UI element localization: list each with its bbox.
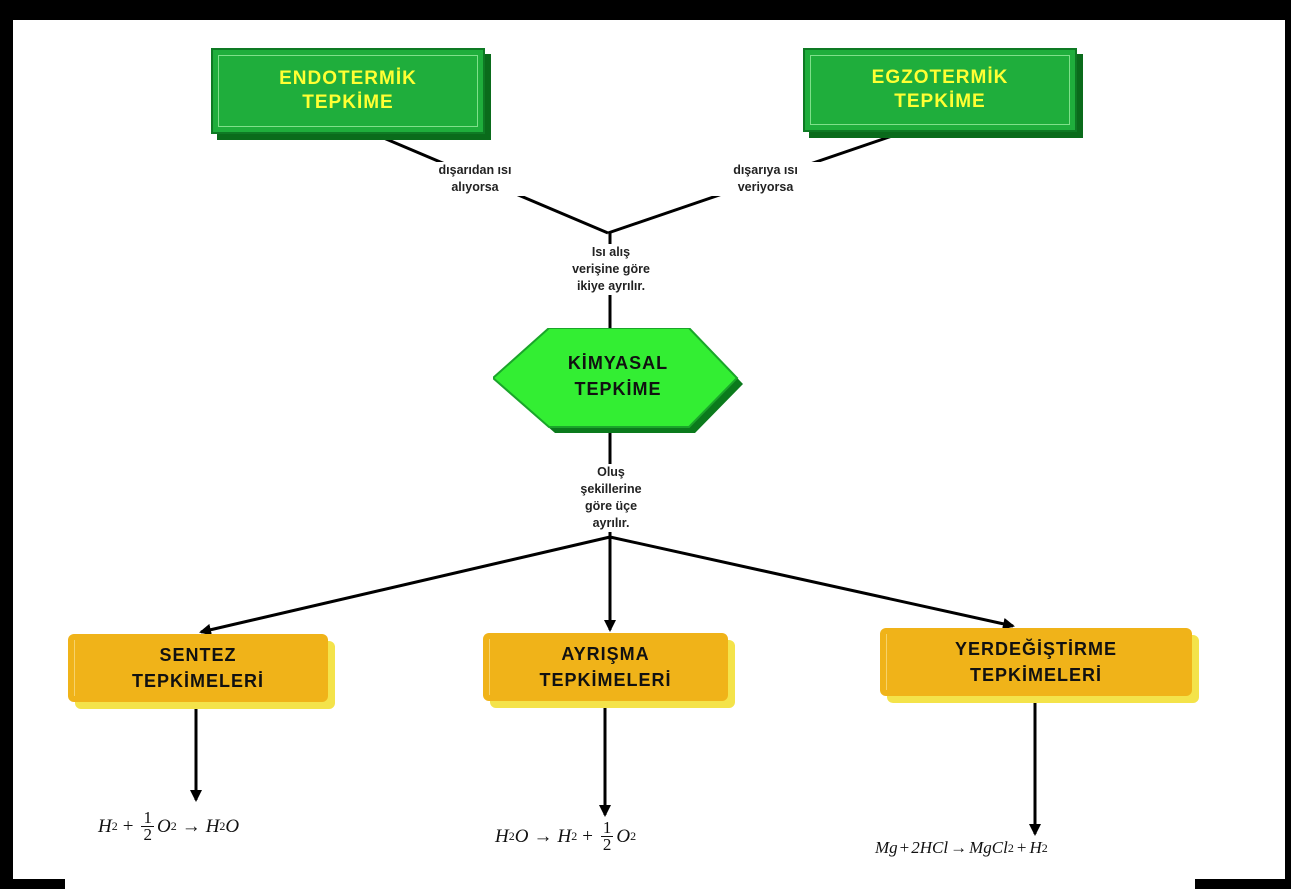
- formation-split-label: Oluş şekillerine göre üçe ayrılır.: [558, 464, 664, 532]
- yerdegistirme-line-1: YERDEĞİŞTİRME: [954, 639, 1118, 659]
- edge-to-sentez: [199, 535, 611, 636]
- endotermik-box-inner-border: [218, 55, 478, 127]
- endotermik-box: ENDOTERMİK TEPKİME: [211, 48, 485, 134]
- sentez-box: SENTEZ TEPKİMELERİ: [68, 634, 328, 702]
- heat-split-label-line-1: Isı alış: [591, 245, 631, 259]
- sentez-line-2: TEPKİMELERİ: [131, 671, 264, 691]
- yerdegistirme-line-2: TEPKİMELERİ: [969, 665, 1102, 685]
- egzotermik-box-inner-border: [810, 55, 1070, 125]
- egzotermik-edge-label-line-1: dışarıya ısı: [733, 163, 798, 177]
- egzotermik-line-1: EGZOTERMİK: [871, 67, 1009, 88]
- formula-arrow: →: [533, 825, 553, 847]
- formula-term: H: [495, 825, 509, 847]
- yerdegistirme-box-label: YERDEĞİŞTİRME TEPKİMELERİ: [955, 636, 1117, 688]
- formula-subscript: 2: [170, 819, 177, 833]
- edge-to-yerdegistirme: [609, 535, 1015, 630]
- formation-split-label-line-4: ayrılır.: [592, 516, 630, 530]
- connector-lines: [190, 119, 1041, 836]
- formula-term: MgCl: [969, 838, 1008, 857]
- egzotermik-edge-label: dışarıya ısı veriyorsa: [706, 162, 825, 196]
- ayrisma-box-inner: [489, 639, 722, 695]
- kimyasal-tepkime-hexagon: [493, 328, 743, 433]
- formula-subscript: 2: [1007, 840, 1014, 855]
- sentez-line-1: SENTEZ: [159, 645, 237, 665]
- endotermik-line-2: TEPKİME: [302, 92, 394, 113]
- egzotermik-line-2: TEPKİME: [894, 91, 986, 112]
- formula-operator: +: [899, 838, 910, 857]
- ayrisma-box: AYRIŞMA TEPKİMELERİ: [483, 633, 728, 701]
- heat-split-label-line-2: verişine göre: [572, 262, 650, 276]
- egzotermik-box-label: EGZOTERMİK TEPKİME: [872, 66, 1009, 114]
- diagram-canvas: ENDOTERMİK TEPKİME EGZOTERMİK TEPKİME dı…: [13, 20, 1285, 889]
- formula-term: Mg: [875, 838, 898, 857]
- fraction-numerator: 1: [600, 818, 614, 837]
- egzotermik-edge-label-line-2: veriyorsa: [737, 180, 794, 194]
- bottom-border-right: [1195, 879, 1285, 889]
- formula-subscript: 2: [571, 829, 578, 843]
- endotermik-box-label: ENDOTERMİK TEPKİME: [279, 67, 417, 115]
- formula-subscript: 2: [1041, 840, 1048, 855]
- egzotermik-box: EGZOTERMİK TEPKİME: [803, 48, 1077, 132]
- fraction-numerator: 1: [141, 808, 154, 827]
- formula-subscript: 2: [508, 829, 515, 843]
- formula-subscript: 2: [219, 819, 226, 833]
- endotermik-line-1: ENDOTERMİK: [279, 68, 417, 89]
- formula-subscript: 2: [630, 829, 637, 843]
- formation-split-label-line-3: göre üçe: [584, 499, 638, 513]
- endotermik-edge-label-line-2: alıyorsa: [451, 180, 499, 194]
- formula-subscript: 2: [111, 819, 118, 833]
- formation-split-label-line-2: şekillerine: [580, 482, 642, 496]
- kimyasal-line-1: KİMYASAL: [567, 353, 669, 373]
- bottom-border-left: [13, 879, 65, 889]
- kimyasal-tepkime-label: KİMYASAL TEPKİME: [493, 350, 743, 402]
- endotermik-edge-label: dışarıdan ısı alıyorsa: [413, 162, 537, 196]
- ayrisma-line-2: TEPKİMELERİ: [539, 670, 672, 690]
- sentez-box-inner: [74, 640, 322, 696]
- formula-term: O: [156, 815, 171, 837]
- formula-term: H: [205, 815, 220, 837]
- formula-arrow: →: [181, 815, 201, 837]
- frame-left-line: [10, 20, 12, 889]
- formula-arrow: →: [950, 838, 968, 857]
- frame-top-border: [0, 0, 1291, 20]
- formula-term: H: [557, 825, 572, 847]
- fraction-denominator: 2: [602, 835, 612, 854]
- fraction-denominator: 2: [143, 825, 152, 844]
- formula-operator: +: [1016, 838, 1027, 857]
- kimyasal-line-2: TEPKİME: [574, 379, 662, 399]
- sentez-box-label: SENTEZ TEPKİMELERİ: [132, 642, 264, 694]
- formula-term: 2HCl: [911, 838, 949, 857]
- formula-term: O: [616, 825, 631, 847]
- formula-term: O: [225, 815, 240, 837]
- formula-operator: +: [582, 825, 593, 847]
- yerdegistirme-box-inner: [886, 634, 1186, 690]
- formula-operator: +: [122, 815, 134, 837]
- ayrisma-line-1: AYRIŞMA: [561, 644, 650, 664]
- frame-right-border: [1285, 0, 1291, 889]
- frame-left-border: [0, 0, 8, 889]
- formula-term: H: [1029, 838, 1042, 857]
- formation-split-label-line-1: Oluş: [597, 465, 625, 479]
- formula-term: H: [98, 815, 112, 837]
- heat-split-label-line-3: ikiye ayrılır.: [576, 279, 646, 293]
- endotermik-edge-label-line-1: dışarıdan ısı: [438, 163, 512, 177]
- ayrisma-box-label: AYRIŞMA TEPKİMELERİ: [539, 641, 671, 693]
- yerdegistirme-box: YERDEĞİŞTİRME TEPKİMELERİ: [880, 628, 1192, 696]
- formula-term: O: [514, 825, 529, 847]
- heat-split-label: Isı alış verişine göre ikiye ayrılır.: [548, 244, 674, 295]
